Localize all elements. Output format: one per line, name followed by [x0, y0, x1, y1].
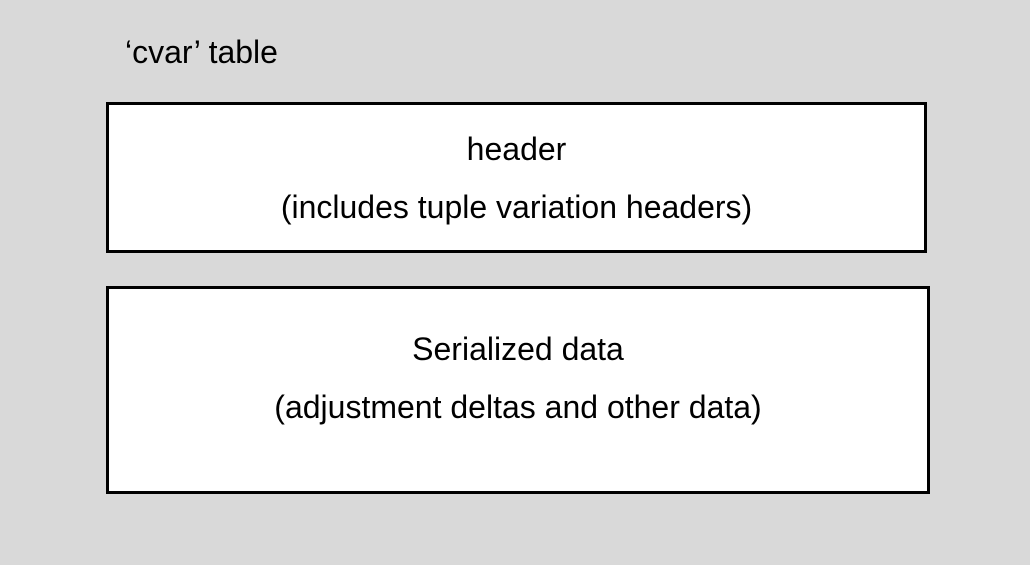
header-block-line2: (includes tuple variation headers) [280, 188, 753, 225]
serialized-data-block-line2: (adjustment deltas and other data) [274, 389, 762, 425]
diagram-title: ‘cvar’ table [125, 34, 278, 70]
header-block-line1: header [466, 130, 567, 167]
serialized-data-block-line1: Serialized data [412, 331, 624, 367]
header-block: header (includes tuple variation headers… [106, 102, 927, 253]
serialized-data-block: Serialized data (adjustment deltas and o… [106, 286, 930, 494]
